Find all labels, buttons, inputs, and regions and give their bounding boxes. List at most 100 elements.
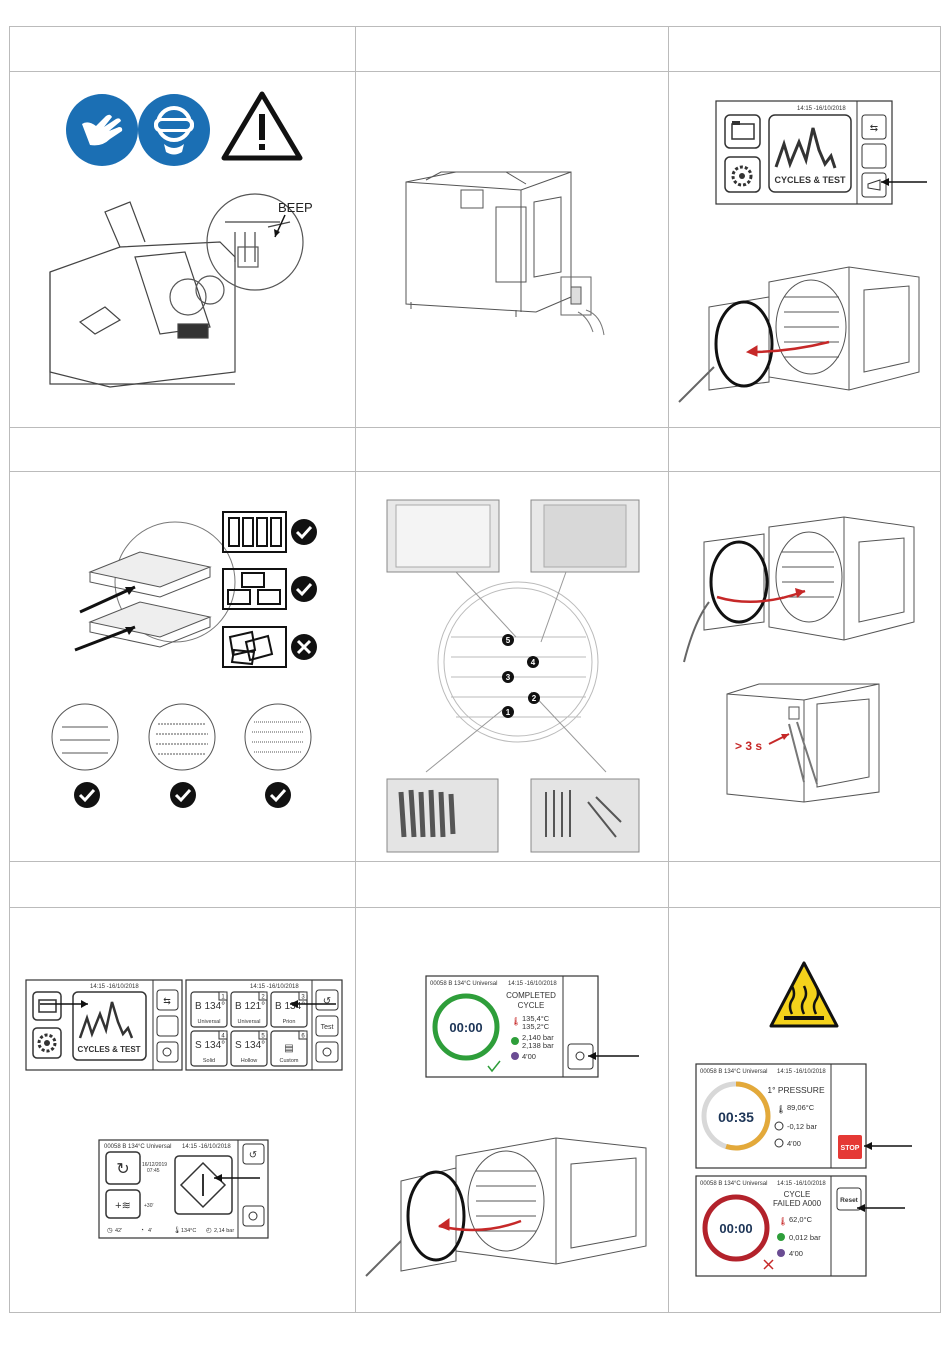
delay-date: 16/12/2019 [142,1162,167,1168]
cycle-timer: 00:35 [718,1109,754,1125]
door-button[interactable] [156,1041,179,1063]
gloves-icon [66,94,138,166]
usb-icon: ⇆ [163,996,171,1006]
press-1: 2,140 bar [522,1033,554,1042]
warning-triangle-icon [221,91,303,161]
program-tile-frame[interactable] [270,991,308,1028]
instrument-photo [386,778,640,853]
back-button[interactable] [315,989,339,1011]
step-stop-reset: 00058 B 134°C Universal 14:15 -16/10/201… [669,906,941,1312]
program-tile-frame[interactable] [190,1030,228,1067]
screen-datetime: 14:15 -16/10/2018 [508,981,557,987]
row-divider [10,71,940,72]
reset-button[interactable] [836,1187,862,1211]
progress-ring [432,993,500,1061]
delayed-start-button[interactable] [105,1151,141,1185]
home-screen: 14:15 -16/10/2018 CYCLES & TEST ⇆ [25,979,183,1071]
settings-button[interactable] [32,1027,62,1059]
back-button[interactable] [242,1143,265,1165]
screen-datetime: 14:15 -16/10/2018 [797,106,846,112]
pouch-overlap-wrong [222,626,317,668]
program-tile-frame[interactable] [230,991,268,1028]
program-tile-frame[interactable] [190,991,228,1028]
usb-button[interactable] [156,989,179,1011]
blank-button[interactable] [861,143,887,169]
program-number: 3 [301,995,305,1001]
test-button[interactable] [315,1015,339,1037]
step-fill-water: BEEP [10,72,354,426]
folder-button[interactable] [724,114,761,149]
cycles-test-button[interactable] [72,991,147,1061]
duration-icon [777,1249,785,1257]
settings-button[interactable] [724,156,761,193]
row-divider [10,427,940,428]
duration: 4'00 [787,1139,801,1148]
program-tile-frame[interactable] [230,1030,268,1067]
chamber-view [51,703,312,771]
program-name: Universal [238,1019,261,1025]
key-icon [322,1047,332,1057]
instruction-grid [9,26,941,1313]
tray-stack-illustration [88,521,236,648]
press: 0,012 bar [789,1233,821,1242]
status-line-1: COMPLETED [506,991,556,1000]
svg-text:4: 4 [531,658,536,667]
pressure-phase-screen: 00058 B 134°C Universal 14:15 -16/10/201… [695,1063,912,1169]
blank-button[interactable] [156,1015,179,1037]
status-line-2: FAILED A000 [773,1199,822,1208]
chamber-diagram [425,571,607,773]
start-cycle-screen: 00058 B 134°C Universal 14:15 -16/10/201… [98,1139,269,1239]
dry-extend-button[interactable] [105,1189,141,1219]
check-icon [74,782,100,808]
temp: 62,0°C [789,1215,813,1224]
duration-icon [774,1138,784,1148]
cycle-timer: 00:00 [719,1221,752,1236]
temp: 89,06°C [787,1103,815,1112]
program-code: B 121° [235,1001,265,1012]
step-open-door: 14:15 -16/10/2018 CYCLES & TEST ⇆ [669,72,941,426]
program-number: 2 [261,995,265,1001]
program-tile[interactable]: 3B 134°Prion [270,991,308,1028]
cycle-failed-screen: 00058 B 134°C Universal 14:15 -16/10/201… [695,1175,905,1277]
stat-value: 42' [115,1228,122,1234]
usb-button[interactable] [861,114,887,140]
stat-icon: ◔ [140,1227,144,1234]
program-number: 4 [221,1034,225,1040]
door-button[interactable] [242,1205,265,1227]
program-number-box [258,991,268,1001]
check-icon [291,519,317,545]
program-tile[interactable]: 5S 134°Hollow [230,1030,268,1067]
screen-datetime: 14:15 -16/10/2018 [777,1181,826,1187]
stop-label: STOP [841,1145,860,1152]
start-button[interactable] [174,1155,233,1215]
svg-text:2: 2 [532,694,537,703]
stop-button[interactable] [838,1135,862,1159]
door-button[interactable] [861,172,887,198]
stat-value: 2,14 bar [214,1228,234,1234]
door-button[interactable] [315,1041,339,1063]
thermometer-icon: 🌡 [778,1217,788,1226]
temp-2: 135,2°C [522,1022,550,1031]
program-tile[interactable]: 2B 121° Universal [230,991,268,1028]
stat-icon: ◷ [107,1227,113,1234]
program-tile[interactable]: 4S 134°Solid [190,1030,228,1067]
screen-header: 00058 B 134°C Universal [700,1181,767,1187]
cycles-test-label: CYCLES & TEST [77,1045,140,1054]
screen-datetime: 14:15 -16/10/2018 [250,984,299,990]
drying-icon: +≋ [115,1200,131,1212]
stat-icon: 🌡 [173,1226,181,1234]
program-number-box [218,991,228,1001]
duration-icon [511,1052,519,1060]
program-tile[interactable]: 6▤Custom [270,1030,308,1067]
tray-photo [386,499,640,573]
cycles-test-button[interactable] [768,114,852,193]
program-tile-frame[interactable] [270,1030,308,1067]
progress-ring [702,1194,770,1262]
cycle-wave-icon [774,127,837,169]
tray-arrow [74,625,136,652]
folder-button[interactable] [32,991,62,1021]
program-name: Hollow [241,1058,258,1064]
duration: 4'00 [789,1249,803,1258]
svg-text:1: 1 [506,708,511,717]
program-tile[interactable]: 1B 134°Universal [190,991,228,1028]
